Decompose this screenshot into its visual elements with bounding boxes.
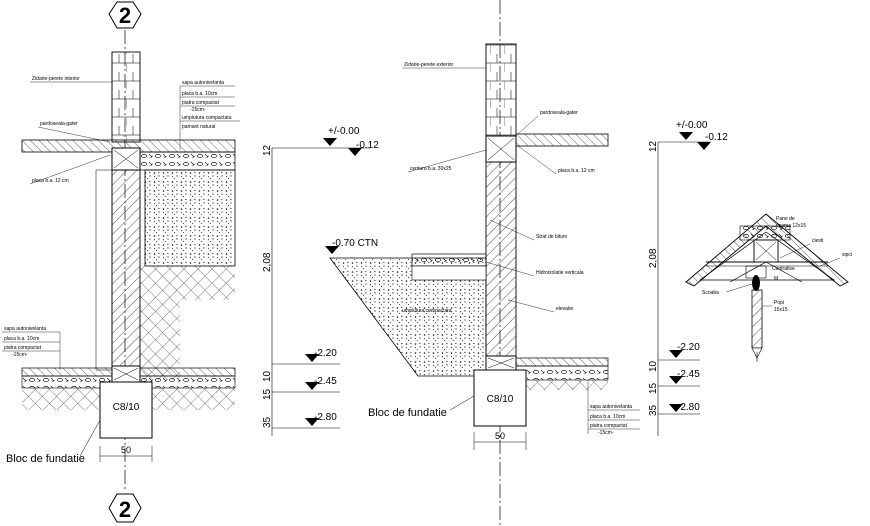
layers-top-list: sapa autonivelanta placa b.a. 10cm piatr… bbox=[179, 80, 240, 150]
axis-label-bottom: 2 bbox=[119, 497, 131, 522]
placa-label: placa b.a. 12 cm bbox=[32, 178, 69, 184]
svg-text:elevatie: elevatie bbox=[556, 306, 573, 312]
svg-text:10: 10 bbox=[262, 370, 273, 382]
svg-text:Hidroizolatie verticala: Hidroizolatie verticala bbox=[536, 270, 584, 276]
svg-text:+/-0.00: +/-0.00 bbox=[676, 120, 708, 131]
svg-text:pardoseala-gater: pardoseala-gater bbox=[540, 110, 578, 116]
svg-text:15x15: 15x15 bbox=[774, 307, 788, 313]
left-section: 2 2 C8/10 bbox=[2, 1, 240, 523]
svg-text:-2.20: -2.20 bbox=[314, 348, 337, 359]
width-dim: 50 bbox=[121, 445, 131, 455]
svg-text:50: 50 bbox=[495, 431, 505, 441]
svg-text:15: 15 bbox=[262, 388, 273, 400]
svg-text:-15cm-: -15cm- bbox=[598, 430, 614, 436]
svg-text:-0.70 CTN: -0.70 CTN bbox=[332, 238, 378, 249]
svg-text:35: 35 bbox=[648, 404, 659, 416]
svg-text:+/-0.00: +/-0.00 bbox=[328, 126, 360, 137]
axis-marker-bottom: 2 bbox=[108, 493, 142, 523]
svg-text:-0.12: -0.12 bbox=[705, 132, 728, 143]
floor-layers bbox=[139, 151, 236, 171]
svg-text:clesti: clesti bbox=[812, 238, 823, 244]
svg-text:piatra compactat: piatra compactat bbox=[182, 100, 220, 106]
svg-text:Popi: Popi bbox=[774, 300, 784, 306]
center-levels: +/-0.00 -0.12 -0.70 CTN -2.20 -2.45 -2.8… bbox=[271, 126, 379, 436]
svg-text:35: 35 bbox=[262, 416, 273, 428]
layers-bottom-list: sapa autonivelanta placa b.a. 10cm piatr… bbox=[2, 326, 61, 370]
svg-text:2,08: 2,08 bbox=[648, 248, 659, 268]
svg-text:umplutura compactata: umplutura compactata bbox=[182, 115, 232, 121]
svg-text:placa b.a. 12 cm: placa b.a. 12 cm bbox=[558, 168, 595, 174]
svg-text:pamant natural: pamant natural bbox=[182, 124, 215, 130]
footing-block bbox=[99, 381, 153, 439]
svg-text:Pane de: Pane de bbox=[776, 216, 795, 222]
svg-text:-2.45: -2.45 bbox=[314, 376, 337, 387]
brick-wall bbox=[111, 51, 141, 143]
svg-text:-15cm-: -15cm- bbox=[190, 107, 206, 113]
svg-text:2,08: 2,08 bbox=[262, 252, 273, 272]
svg-text:10: 10 bbox=[648, 360, 659, 372]
pardoseala-label: pardoseala-gater bbox=[40, 121, 78, 127]
svg-text:M: M bbox=[774, 276, 778, 282]
center-layers-list: sapa autonivelanta placa b.a. 10cm piatr… bbox=[587, 380, 640, 436]
svg-text:sapa autonivelanta: sapa autonivelanta bbox=[4, 326, 46, 332]
natural-soil bbox=[140, 266, 235, 300]
compacted-fill bbox=[144, 169, 236, 267]
svg-text:placa b.a. 10cm: placa b.a. 10cm bbox=[182, 91, 217, 97]
svg-text:coama 12x15: coama 12x15 bbox=[776, 223, 806, 229]
svg-text:-2.20: -2.20 bbox=[677, 342, 700, 353]
svg-text:C8/10: C8/10 bbox=[487, 394, 514, 405]
elevation-wall bbox=[111, 169, 141, 371]
svg-text:-2.80: -2.80 bbox=[314, 412, 337, 423]
bloc-label: Bloc de fundatie bbox=[6, 453, 85, 465]
svg-text:-15cm-: -15cm- bbox=[12, 352, 28, 358]
center-section: C8/10 50 Bloc de fundatie +/-0.00 -0.12 … bbox=[262, 0, 640, 526]
axis-label-top: 2 bbox=[119, 3, 131, 28]
svg-text:-2.80: -2.80 bbox=[677, 402, 700, 413]
svg-text:Zidarie-perete exterior: Zidarie-perete exterior bbox=[404, 62, 454, 68]
svg-text:-0.12: -0.12 bbox=[356, 140, 379, 151]
zidarie-label: Zidarie-perete interior bbox=[32, 76, 80, 82]
svg-text:12: 12 bbox=[262, 144, 273, 156]
roof-ridge-detail bbox=[685, 213, 849, 362]
svg-text:-2.45: -2.45 bbox=[677, 369, 700, 380]
axis-marker-top: 2 bbox=[108, 1, 142, 29]
svg-text:sipci: sipci bbox=[842, 252, 852, 258]
svg-text:centura b.a. 30x25: centura b.a. 30x25 bbox=[410, 166, 452, 172]
svg-text:sapa autonivelanta: sapa autonivelanta bbox=[182, 80, 224, 86]
svg-text:placa b.a. 10cm: placa b.a. 10cm bbox=[590, 414, 625, 420]
right-section: +/-0.00 -0.12 -2.20 -2.45 -2.80 12 2,08 … bbox=[648, 120, 852, 436]
svg-text:piatra compactat: piatra compactat bbox=[4, 345, 42, 351]
svg-text:umplutura compactata: umplutura compactata bbox=[402, 308, 452, 314]
svg-text:12: 12 bbox=[648, 140, 659, 152]
svg-text:sapa autonivelanta: sapa autonivelanta bbox=[590, 404, 632, 410]
svg-text:15: 15 bbox=[648, 382, 659, 394]
svg-text:Scoaba: Scoaba bbox=[702, 290, 719, 296]
svg-text:Strat de bitum: Strat de bitum bbox=[536, 234, 567, 240]
svg-text:Contrafise: Contrafise bbox=[772, 266, 795, 272]
svg-text:Bloc de fundatie: Bloc de fundatie bbox=[368, 407, 447, 419]
svg-text:piatra compactat: piatra compactat bbox=[590, 423, 628, 429]
svg-text:placa b.a. 10cm: placa b.a. 10cm bbox=[4, 336, 39, 342]
footing-label: C8/10 bbox=[113, 402, 140, 413]
